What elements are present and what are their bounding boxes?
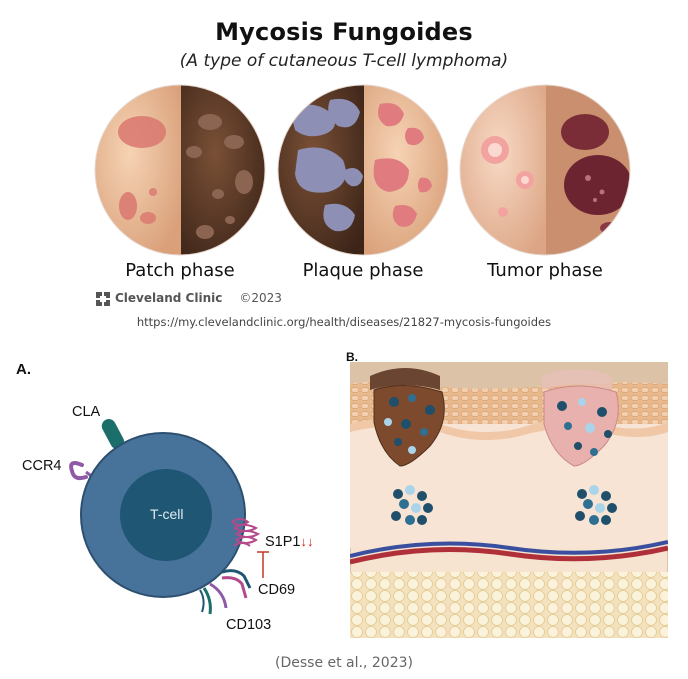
panel-b-label: B. xyxy=(346,350,358,364)
tcell-cluster-left xyxy=(391,485,433,525)
tcell-diagram xyxy=(69,419,269,615)
cleveland-clinic-logo-icon xyxy=(96,291,110,306)
source-url[interactable]: https://my.clevelandclinic.org/health/di… xyxy=(136,315,552,329)
patch-phase-label: Patch phase xyxy=(125,260,235,281)
light-skin-lesion xyxy=(542,369,619,467)
dark-skin-lesion xyxy=(370,368,445,467)
copyright-text: ©2023 xyxy=(239,291,282,305)
figure-title: Mycosis Fungoides xyxy=(215,18,473,46)
ccr4-label: CCR4 xyxy=(22,458,62,474)
ccr4-receptor xyxy=(69,461,88,481)
s1p1-text: S1P1 xyxy=(265,534,301,550)
cleveland-clinic-brand: Cleveland Clinic xyxy=(115,291,223,305)
citation: (Desse et al., 2023) xyxy=(275,655,413,671)
figure-subtitle: (A type of cutaneous T-cell lymphoma) xyxy=(179,51,509,71)
tumor-phase-label: Tumor phase xyxy=(487,260,603,281)
s1p1-receptor xyxy=(231,518,261,547)
s1p1-downregulation-icon: ↓↓ xyxy=(300,534,314,549)
cd103-label: CD103 xyxy=(226,617,272,633)
cleveland-clinic-credit: Cleveland Clinic ©2023 xyxy=(96,290,282,306)
plaque-phase-label: Plaque phase xyxy=(302,260,424,281)
cd69-label: CD69 xyxy=(258,582,296,598)
phase-illustrations xyxy=(94,84,631,256)
tcell-nucleus xyxy=(120,469,212,561)
blood-vessel-blue xyxy=(350,540,668,558)
cd69-receptor xyxy=(221,569,252,599)
cla-receptor xyxy=(101,419,125,449)
panel-a-label: A. xyxy=(16,361,31,378)
cd103-receptor xyxy=(199,582,228,615)
tcell-label: T-cell xyxy=(150,506,184,522)
tcell-cluster-right xyxy=(575,485,617,525)
skin-cross-section xyxy=(350,362,668,638)
blood-vessel-red xyxy=(350,545,668,565)
s1p1-label: S1P1↓↓ xyxy=(265,534,313,550)
subcutaneous-fat xyxy=(350,572,668,638)
cla-label: CLA xyxy=(72,404,101,420)
